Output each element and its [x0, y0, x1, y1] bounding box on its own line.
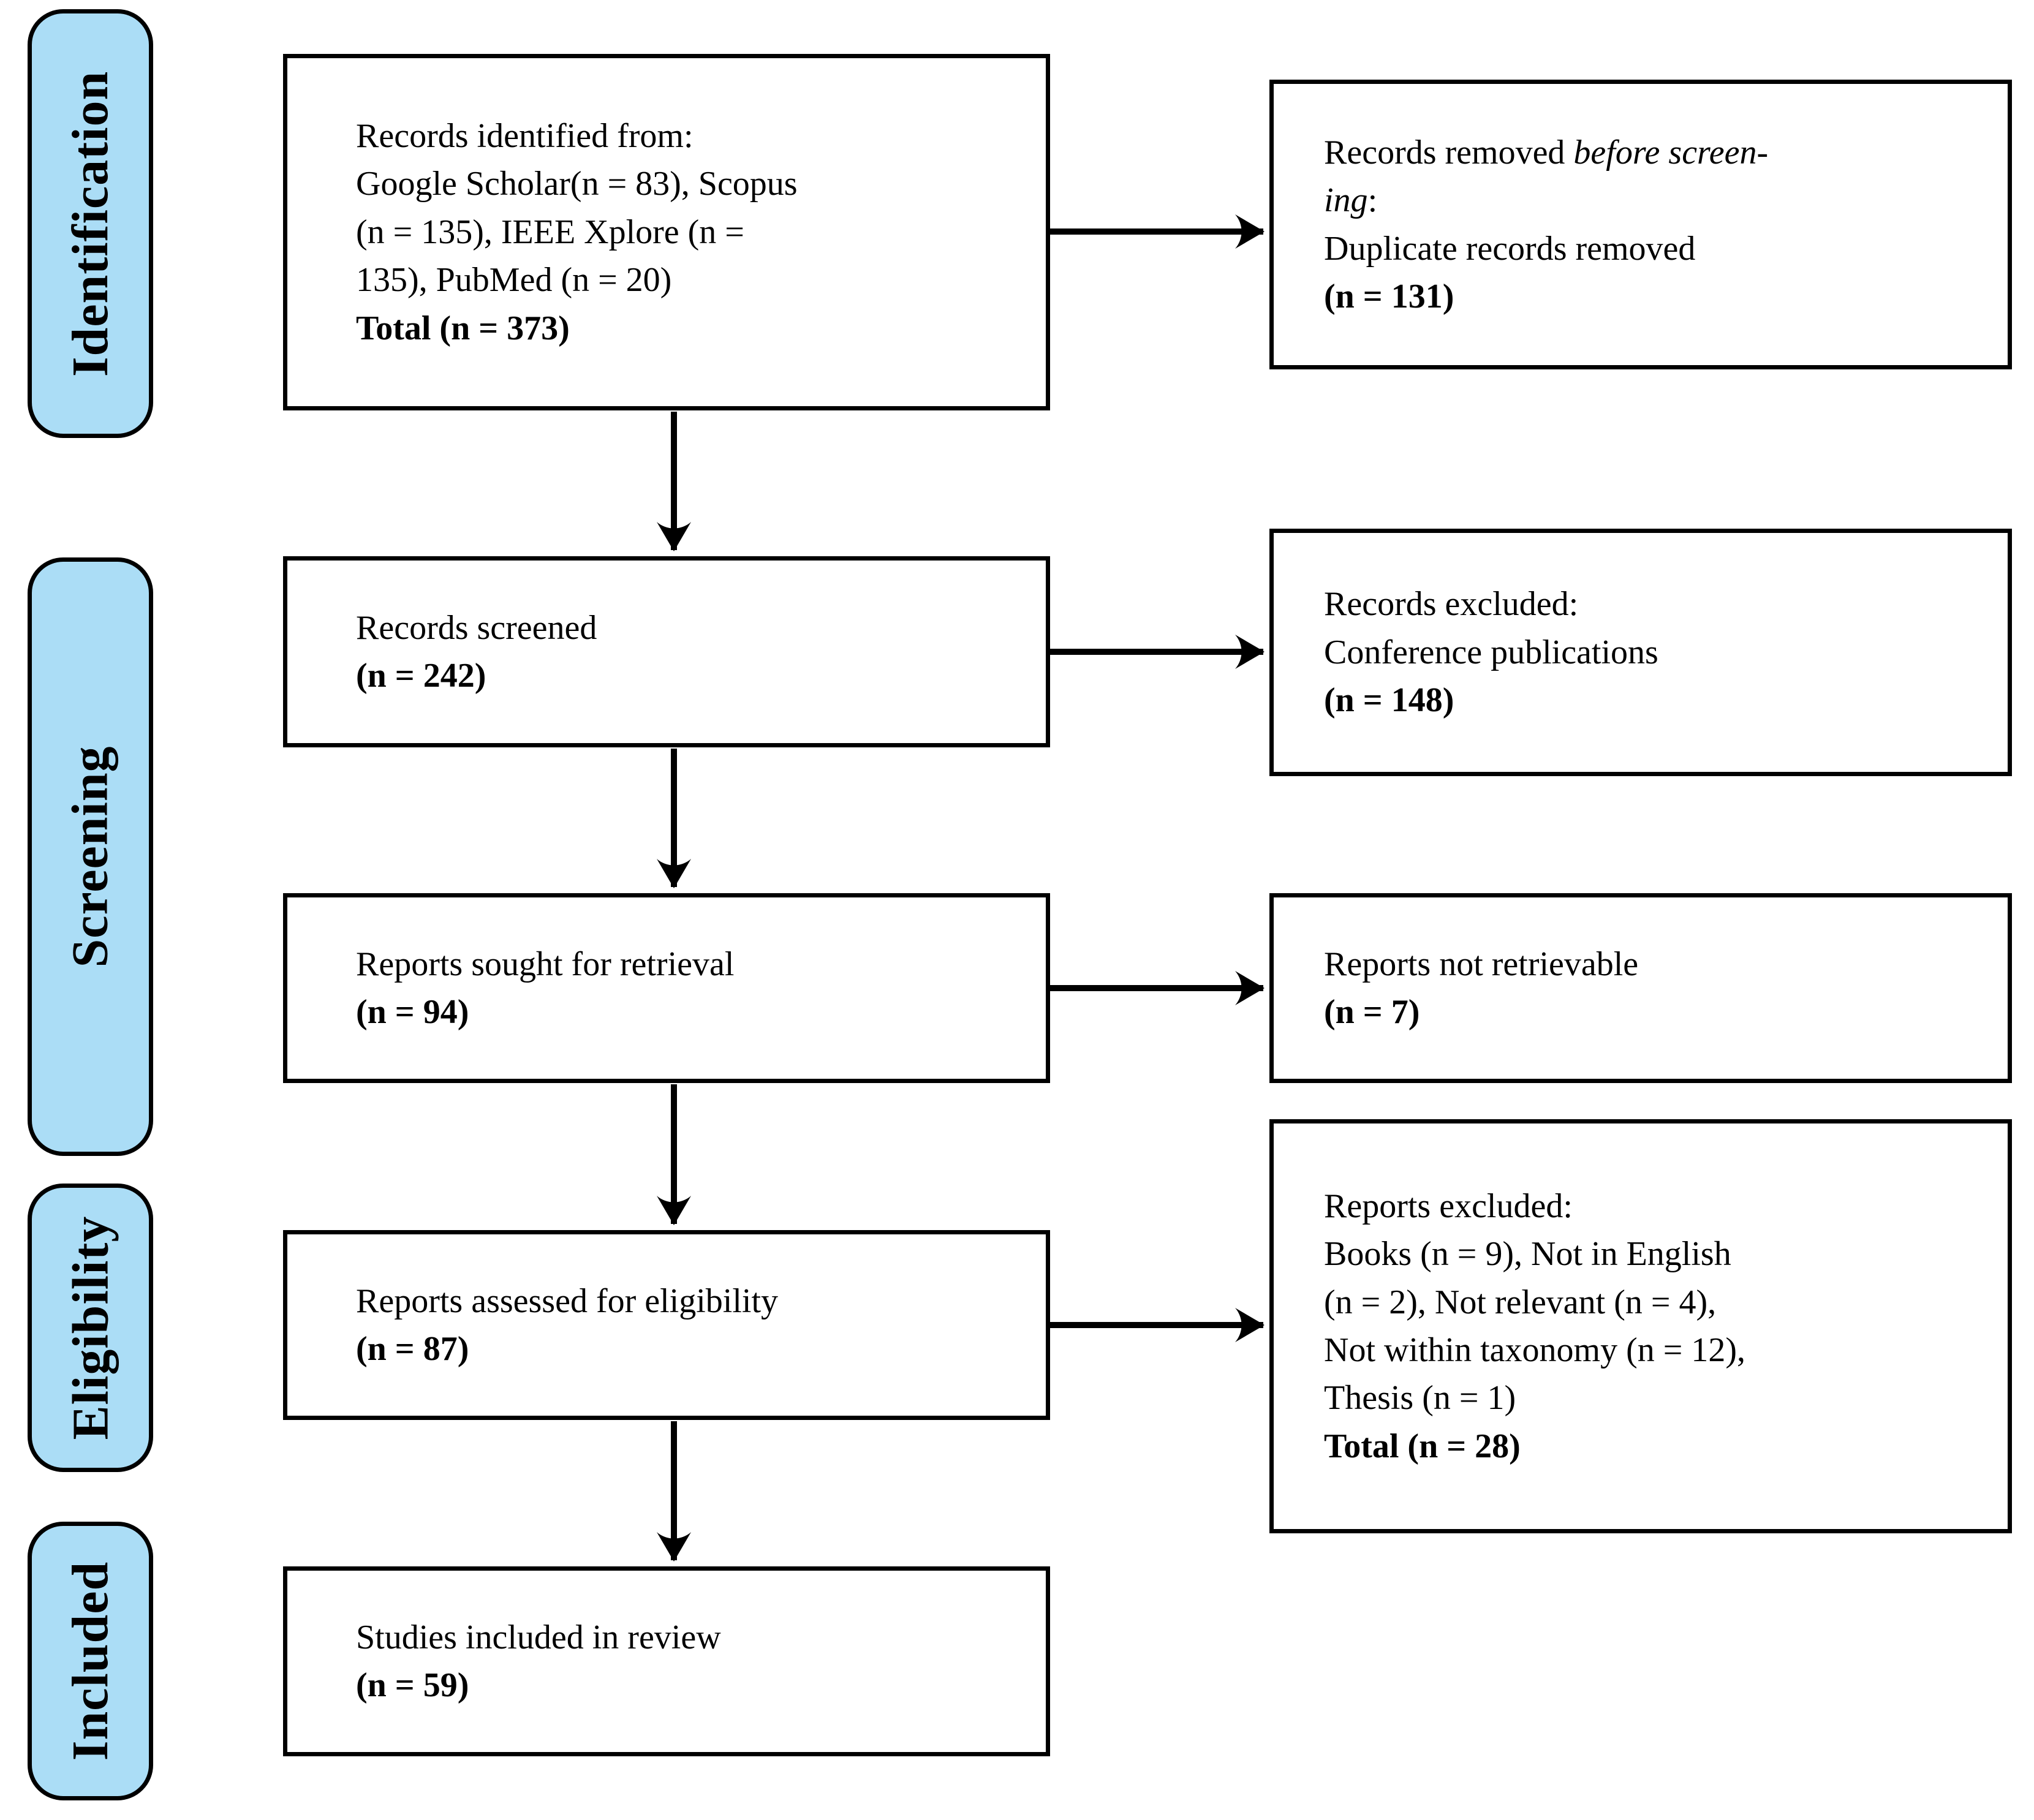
- box-reports-not-retrievable: Reports not retrievable (n = 7): [1269, 893, 2012, 1083]
- stage-label-eligibility: Eligibility: [62, 1215, 119, 1440]
- box-records-removed-before-screening: Records removed before screen-ing: Duplic…: [1269, 80, 2012, 369]
- box-text-segment: Studies included in review: [356, 1618, 721, 1656]
- box-line: Google Scholar(n = 83), Scopus: [356, 160, 1027, 208]
- stage-label-identification: Identification: [62, 70, 119, 377]
- box-text-segment: Reports assessed for eligibility: [356, 1282, 779, 1320]
- box-line: (n = 135), IEEE Xplore (n =: [356, 208, 1027, 256]
- stage-rail-screening: Screening: [28, 557, 153, 1156]
- box-text-segment: :: [1367, 181, 1378, 220]
- box-text-segment: Records excluded:: [1324, 585, 1579, 624]
- box-text-segment: Records screened: [356, 608, 597, 647]
- box-line: (n = 59): [356, 1661, 1027, 1709]
- box-line: (n = 94): [356, 988, 1027, 1036]
- box-reports-sought: Reports sought for retrieval (n = 94): [283, 893, 1050, 1083]
- box-line: Total (n = 373): [356, 304, 1027, 352]
- box-text-segment: Conference publications: [1324, 633, 1658, 671]
- box-line: Records removed before screen-: [1324, 129, 1989, 176]
- box-line: Records identified from:: [356, 112, 1027, 160]
- box-line: (n = 131): [1324, 273, 1989, 320]
- box-line: Reports not retrievable: [1324, 940, 1989, 988]
- stage-rail-included: Included: [28, 1522, 153, 1800]
- box-line: (n = 87): [356, 1325, 1027, 1373]
- box-line: Records screened: [356, 604, 1027, 652]
- box-line: Books (n = 9), Not in English: [1324, 1230, 1989, 1278]
- box-text-segment: Records identified from:: [356, 117, 694, 156]
- box-text-segment: Duplicate records removed: [1324, 229, 1696, 268]
- box-text-segment: (n = 148): [1324, 681, 1454, 720]
- box-line: Conference publications: [1324, 629, 1989, 676]
- box-line: Reports excluded:: [1324, 1182, 1989, 1230]
- stage-label-included: Included: [62, 1561, 119, 1761]
- box-studies-included: Studies included in review (n = 59): [283, 1566, 1050, 1756]
- box-reports-excluded: Reports excluded: Books (n = 9), Not in E…: [1269, 1119, 2012, 1533]
- box-line: Thesis (n = 1): [1324, 1374, 1989, 1422]
- box-text-segment: (n = 2), Not relevant (n = 4),: [1324, 1283, 1717, 1321]
- box-text-segment: Not within taxonomy (n = 12),: [1324, 1331, 1745, 1369]
- box-text-segment: 135), PubMed (n = 20): [356, 261, 672, 300]
- box-line: (n = 7): [1324, 988, 1989, 1036]
- box-line: 135), PubMed (n = 20): [356, 256, 1027, 304]
- box-line: Not within taxonomy (n = 12),: [1324, 1326, 1989, 1374]
- box-text-segment: (n = 87): [356, 1330, 469, 1368]
- box-line: ing:: [1324, 176, 1989, 224]
- box-text-segment: (n = 59): [356, 1666, 469, 1704]
- box-records-screened: Records screened (n = 242): [283, 556, 1050, 747]
- box-text-segment: Thesis (n = 1): [1324, 1379, 1516, 1418]
- box-line: Records excluded:: [1324, 580, 1989, 628]
- box-line: (n = 242): [356, 652, 1027, 700]
- box-text-segment: ing: [1324, 181, 1368, 220]
- box-records-excluded: Records excluded: Conference publications…: [1269, 529, 2012, 776]
- box-text-segment: (n = 94): [356, 993, 469, 1031]
- box-text-segment: Reports not retrievable: [1324, 945, 1639, 983]
- box-text-segment: Records removed: [1324, 133, 1574, 172]
- box-line: Total (n = 28): [1324, 1422, 1989, 1470]
- box-text-segment: Reports sought for retrieval: [356, 945, 735, 983]
- box-text-segment: Books (n = 9), Not in English: [1324, 1235, 1731, 1274]
- box-text-segment: (n = 135), IEEE Xplore (n =: [356, 213, 744, 251]
- box-text-segment: (n = 242): [356, 657, 486, 695]
- box-text-segment: (n = 131): [1324, 277, 1454, 315]
- stage-rail-eligibility: Eligibility: [28, 1184, 153, 1472]
- box-line: Reports sought for retrieval: [356, 940, 1027, 988]
- box-text-segment: Total (n = 28): [1324, 1427, 1521, 1465]
- box-text-segment: Reports excluded:: [1324, 1187, 1573, 1225]
- box-reports-assessed: Reports assessed for eligibility (n = 87): [283, 1230, 1050, 1420]
- box-line: Reports assessed for eligibility: [356, 1277, 1027, 1325]
- stage-label-screening: Screening: [62, 746, 119, 968]
- box-line: Studies included in review: [356, 1614, 1027, 1661]
- box-text-segment: Total (n = 373): [356, 309, 570, 347]
- box-text-segment: (n = 7): [1324, 993, 1420, 1031]
- box-records-identified: Records identified from: Google Scholar(n…: [283, 54, 1050, 410]
- box-line: (n = 2), Not relevant (n = 4),: [1324, 1278, 1989, 1326]
- box-text-segment: before screen-: [1573, 133, 1769, 172]
- box-line: (n = 148): [1324, 676, 1989, 724]
- box-line: Duplicate records removed: [1324, 225, 1989, 273]
- box-text-segment: Google Scholar(n = 83), Scopus: [356, 165, 798, 203]
- stage-rail-identification: Identification: [28, 9, 153, 438]
